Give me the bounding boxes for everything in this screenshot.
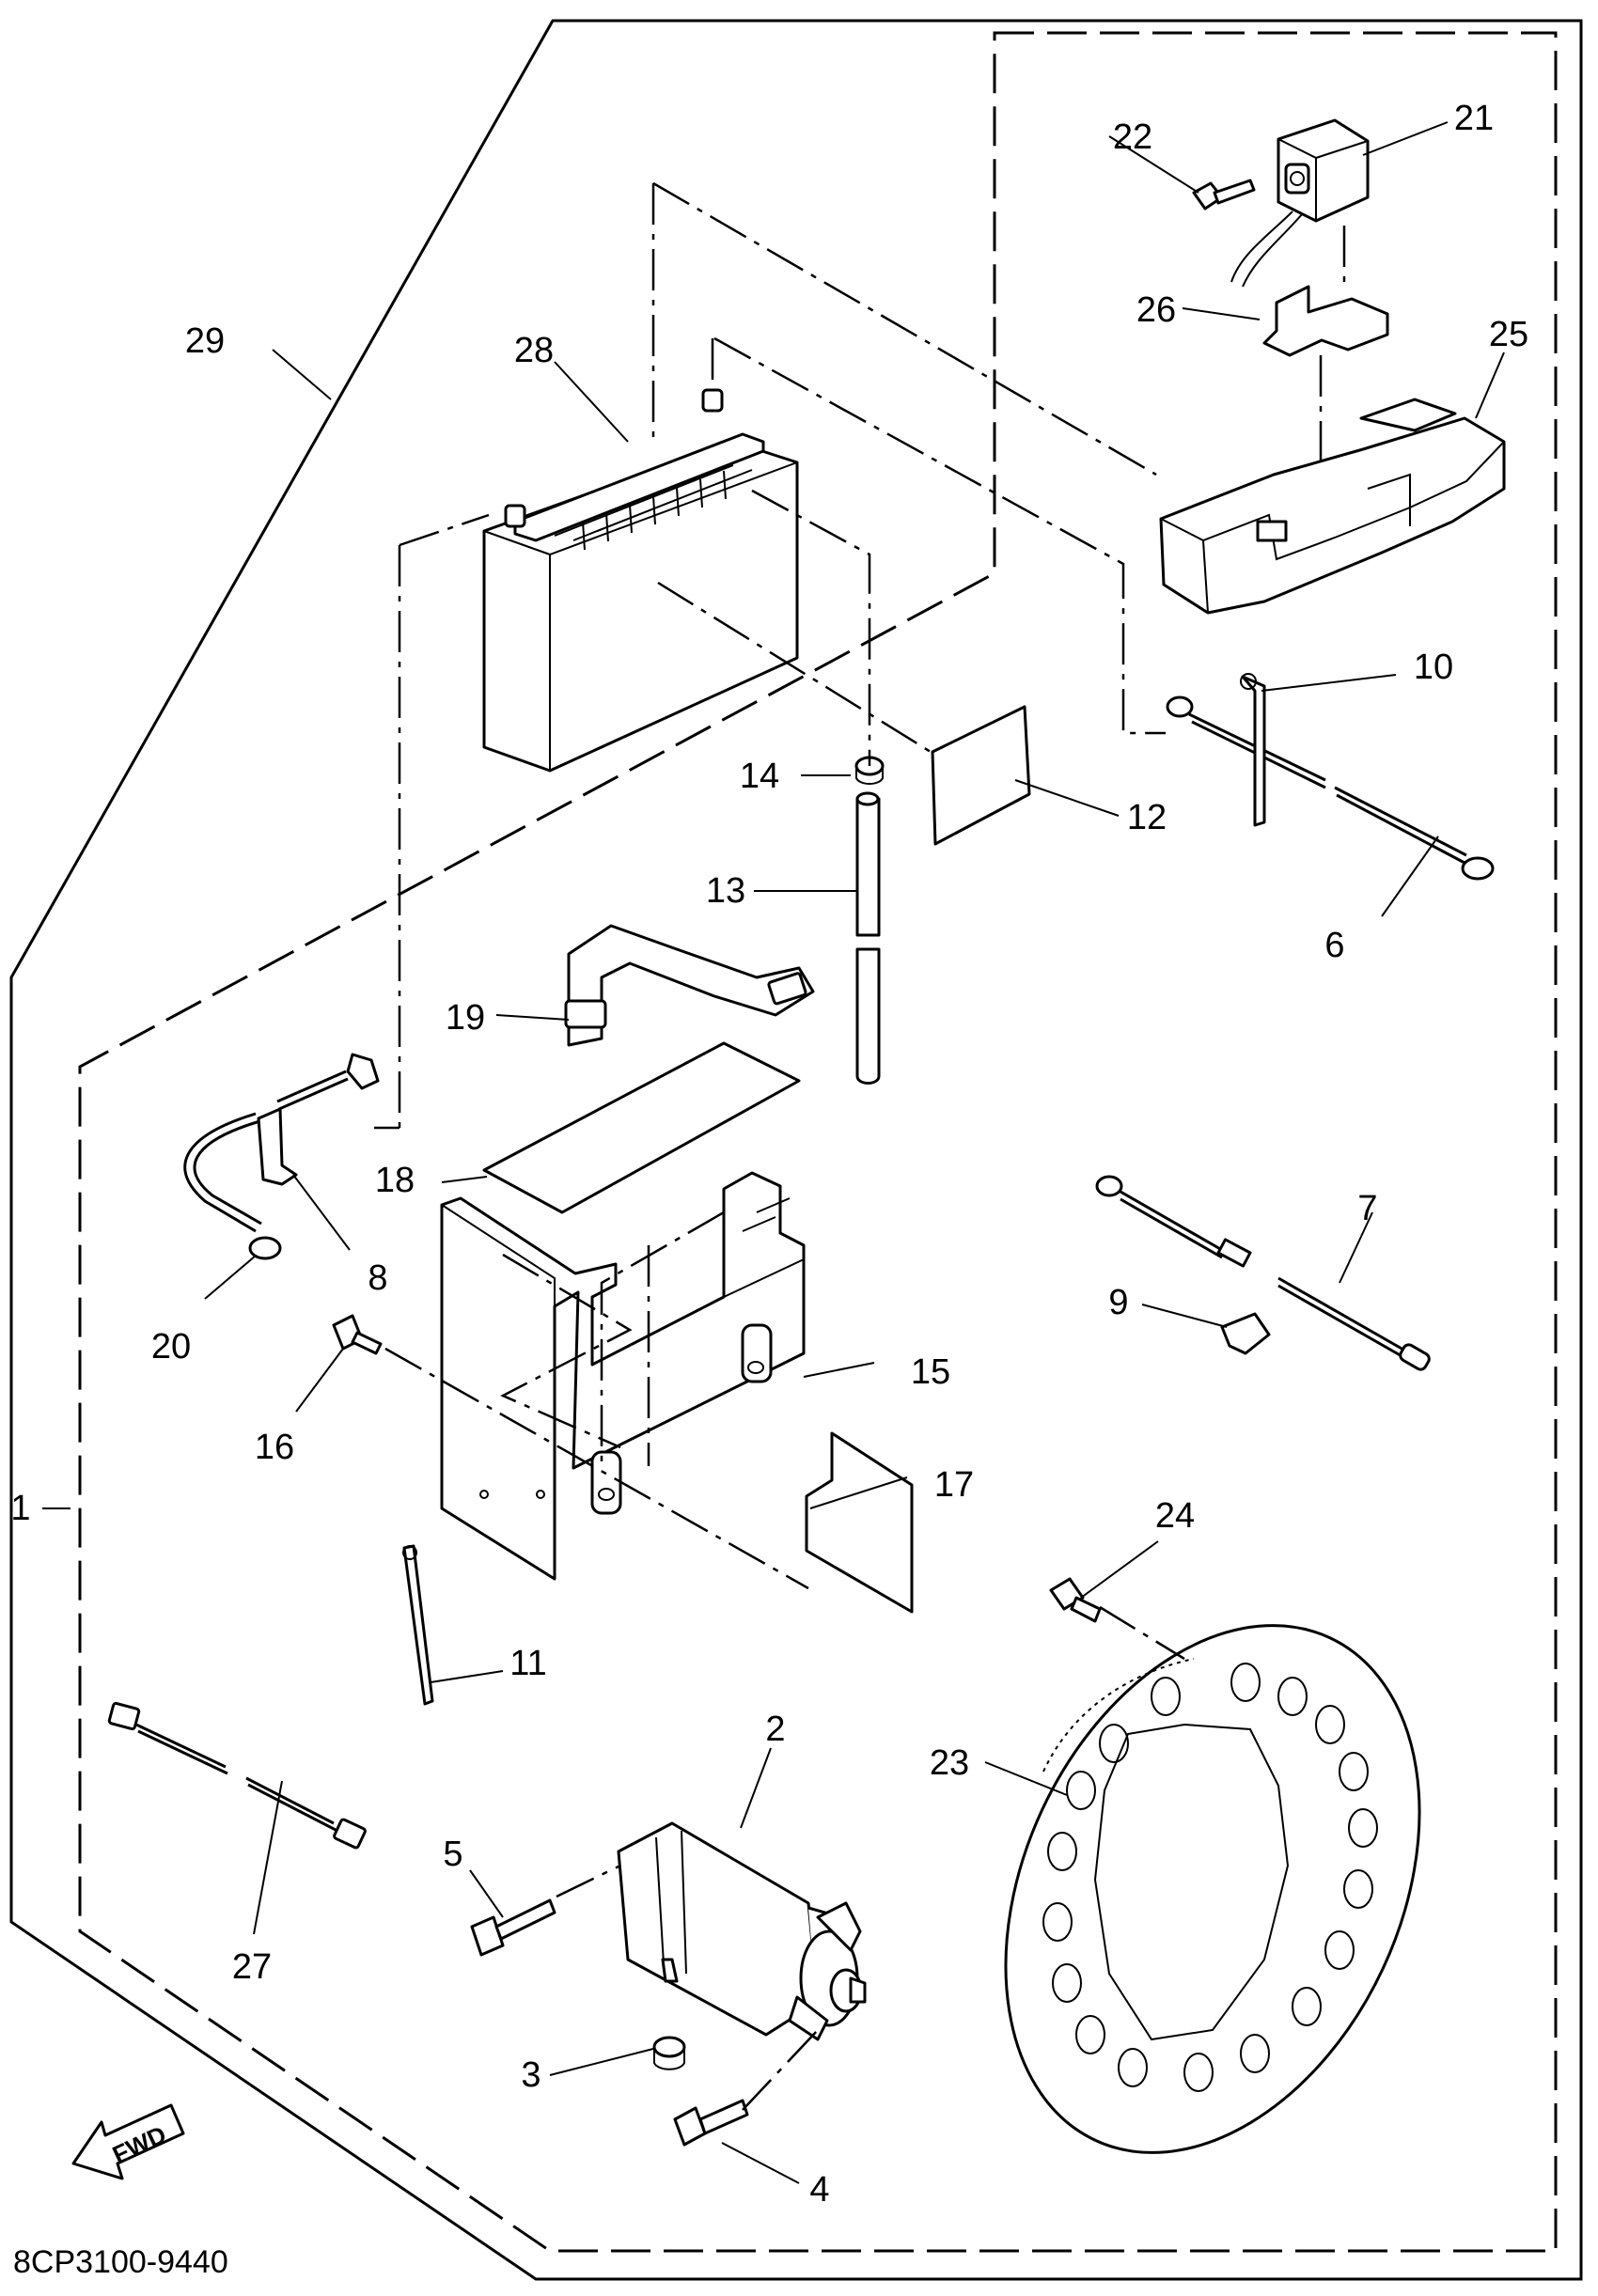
callout-19: 19: [446, 998, 485, 1038]
callout-7: 7: [1357, 1189, 1377, 1228]
minus-lead-20: [183, 1053, 380, 1260]
fwd-arrow-icon: FWD: [71, 2103, 185, 2180]
band-11: [402, 1544, 434, 1706]
callout-6: 6: [1324, 926, 1344, 965]
kit-outline-29: [9, 19, 1583, 2281]
callout-28: 28: [514, 331, 554, 370]
callout-27: 27: [232, 1947, 272, 1987]
starter-motor-2: [617, 1821, 867, 2041]
battery-28: [482, 388, 799, 773]
breather-pipe-13: [855, 791, 881, 1085]
battery-case-15: [440, 1171, 806, 1581]
leader-lines: [42, 121, 1505, 2184]
callout-5: 5: [443, 1835, 462, 1874]
callout-1: 1: [10, 1489, 30, 1528]
seal-12: [931, 705, 1031, 846]
callout-11: 11: [509, 1644, 546, 1683]
lead-27: [107, 1701, 367, 1850]
callout-15: 15: [911, 1352, 950, 1392]
band-10: [1240, 673, 1266, 827]
drawing-code: 8CP3100-9440: [13, 2244, 228, 2280]
callout-13: 13: [706, 871, 745, 911]
callout-18: 18: [375, 1161, 415, 1200]
bolt-24: [1049, 1577, 1102, 1623]
nut-3: [652, 2036, 686, 2070]
battery-band-19: [564, 924, 815, 1047]
callout-16: 16: [255, 1428, 294, 1467]
callout-22: 22: [1113, 117, 1152, 157]
callout-23: 23: [930, 1743, 969, 1783]
cover-17: [805, 1431, 914, 1614]
assembly-outline-1: [78, 31, 1558, 2253]
battery-cable-6: [1166, 695, 1495, 881]
band-9: [1220, 1312, 1271, 1355]
callout-26: 26: [1136, 290, 1176, 330]
holder-8: [257, 1107, 298, 1186]
callout-20: 20: [151, 1327, 191, 1367]
starter-cable-7: [1095, 1175, 1431, 1371]
rubber-sheet-18: [482, 1041, 801, 1214]
bolt-16: [332, 1314, 383, 1355]
callout-29: 29: [185, 321, 225, 361]
bolt-22: [1192, 179, 1256, 211]
disc-holes: [1042, 1663, 1378, 2092]
callout-12: 12: [1127, 798, 1167, 837]
bolt-4: [673, 2099, 749, 2147]
callout-21: 21: [1454, 99, 1494, 138]
callout-9: 9: [1108, 1283, 1128, 1322]
callout-10: 10: [1414, 648, 1453, 687]
callout-14: 14: [740, 757, 779, 796]
callout-2: 2: [765, 1710, 785, 1749]
callout-24: 24: [1155, 1496, 1195, 1536]
bolt-5: [470, 1898, 556, 1957]
callout-labels: 1 2 3 4 5 6 7 8 9 10 11 12 13 14 15 16 1…: [10, 99, 1528, 2210]
battery-cover-25: [1159, 398, 1506, 615]
relay-bracket-26: [1262, 285, 1389, 357]
callout-8: 8: [368, 1258, 387, 1298]
callout-4: 4: [809, 2170, 829, 2210]
starter-relay-21: [1230, 118, 1370, 288]
callout-17: 17: [934, 1465, 974, 1505]
brake-disc-23: [1004, 1624, 1421, 2154]
relay-guide-line: [1319, 226, 1346, 508]
callout-25: 25: [1489, 315, 1528, 354]
guide-lines: [374, 181, 1185, 2111]
callout-3: 3: [521, 2055, 540, 2095]
